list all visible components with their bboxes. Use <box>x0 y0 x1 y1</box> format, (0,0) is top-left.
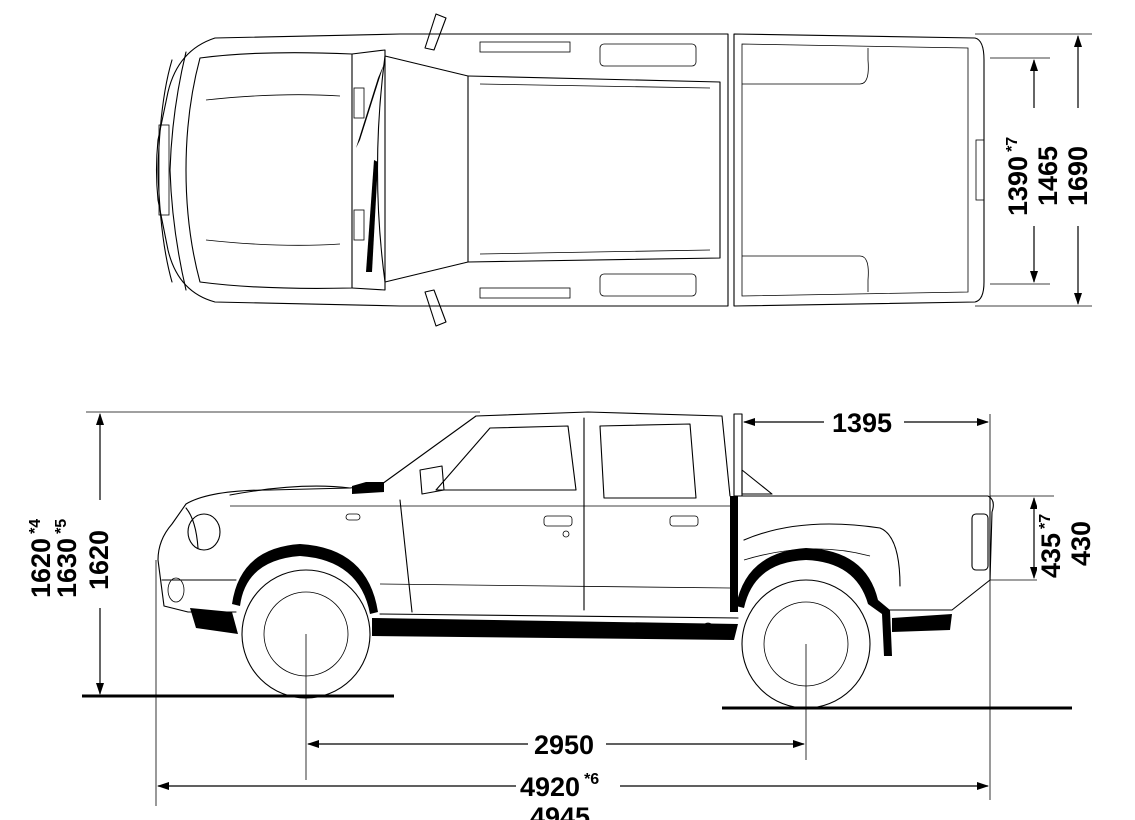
side-view-dimensions <box>86 411 1054 806</box>
svg-text:1630*5: 1630 *5 <box>52 519 82 598</box>
length-a-note: *6 <box>584 771 599 788</box>
bed-height-b-value: 430 <box>1066 521 1096 566</box>
height-b-note: *5 <box>53 519 70 534</box>
svg-text:1620*4: 1620 *4 <box>26 519 56 598</box>
top-width-mid-value: 1465 <box>1033 146 1063 206</box>
top-width-labels: 1390 *7 1465 1690 <box>1003 137 1093 216</box>
top-view-truck <box>155 13 985 327</box>
top-width-overall-value: 1690 <box>1063 146 1093 206</box>
svg-text:435*7: 435*7 <box>1036 514 1066 578</box>
top-width-inner-value: 1390 <box>1003 156 1033 216</box>
svg-text:4920*6: 4920*6 <box>520 771 599 802</box>
bed-length-value: 1395 <box>832 408 892 438</box>
height-b-value: 1630 <box>52 538 82 598</box>
svg-text:1390*7: 1390 *7 <box>1003 137 1033 216</box>
length-a-value: 4920 <box>520 772 580 802</box>
top-width-inner-note: *7 <box>1004 137 1021 152</box>
wheelbase-value: 2950 <box>534 730 594 760</box>
bed-height-a-value: 435 <box>1036 533 1066 578</box>
height-c-value: 1620 <box>84 530 114 590</box>
side-view-labels: 1620*4 1630*5 1620 1395 435*7 430 2950 4… <box>26 408 1096 820</box>
side-view-truck <box>157 411 994 709</box>
bed-height-a-note: *7 <box>1037 514 1054 529</box>
height-a-value: 1620 <box>26 538 56 598</box>
length-b-value: 4945 <box>530 802 590 820</box>
height-a-note: *4 <box>27 519 44 534</box>
